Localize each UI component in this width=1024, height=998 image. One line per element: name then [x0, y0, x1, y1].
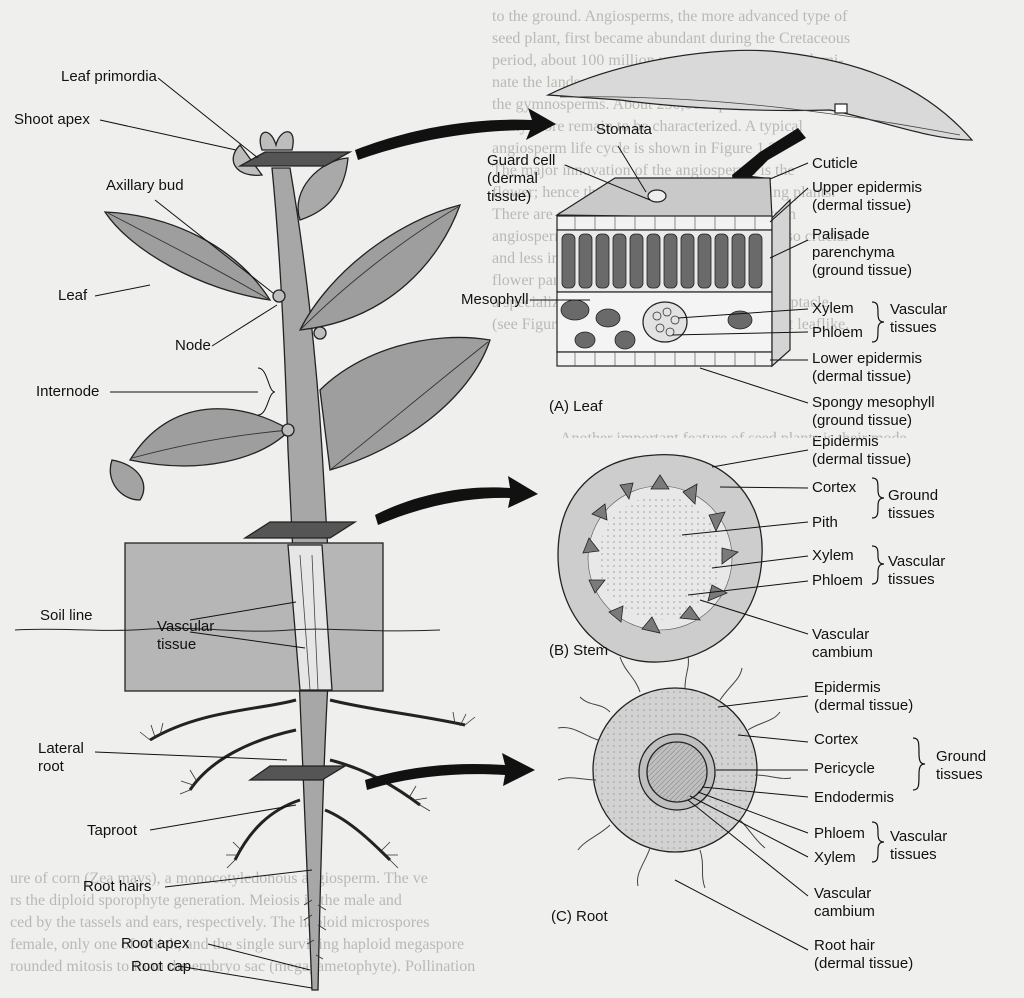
label-internode: Internode [36, 383, 100, 400]
caption-stem: (B) Stem [549, 642, 609, 659]
leaf-diagram [545, 49, 974, 368]
caption-leaf: (A) Leaf [549, 398, 603, 415]
label-lateral-root: Lateral root [38, 740, 84, 775]
label-upper-epidermis: Upper epidermis (dermal tissue) [812, 179, 923, 214]
stem-diagram [557, 454, 763, 663]
label-root-vascular-tissues: Vascular tissues [890, 828, 948, 863]
label-endodermis: Endodermis [814, 789, 895, 806]
label-cuticle: Cuticle [812, 155, 858, 172]
braces [871, 301, 926, 863]
section-arrows [355, 108, 806, 790]
label-stem-epidermis: Epidermis (dermal tissue) [812, 433, 912, 468]
label-stem-xylem: Xylem [812, 547, 854, 564]
label-root-hair: Root hair (dermal tissue) [814, 937, 914, 972]
label-stem-ground-tissues: Ground tissues [888, 487, 939, 522]
background-text-bottom: ure of corn (Zea mays), a monocotyledono… [10, 870, 476, 975]
label-leaf-vascular-tissues: Vascular tissues [890, 301, 948, 336]
label-pericycle: Pericycle [814, 760, 875, 777]
label-stem-cortex: Cortex [812, 479, 857, 496]
label-shoot-apex: Shoot apex [14, 111, 90, 128]
caption-root: (C) Root [551, 908, 608, 925]
label-root-phloem: Phloem [814, 825, 865, 842]
label-stem-phloem: Phloem [812, 572, 863, 589]
label-leaf-phloem: Phloem [812, 324, 863, 341]
label-leaf-primordia: Leaf primordia [61, 68, 157, 85]
label-root-cortex: Cortex [814, 731, 859, 748]
label-spongy-mesophyll: Spongy mesophyll (ground tissue) [812, 394, 935, 429]
label-root-apex: Root apex [121, 935, 190, 952]
label-root-vascular-cambium: Vascular cambium [814, 885, 875, 920]
label-vascular-tissue: Vascular tissue [157, 618, 215, 653]
label-soil-line: Soil line [40, 607, 93, 624]
leader-lines [94, 77, 809, 989]
label-stem-vascular-cambium: Vascular cambium [812, 626, 873, 661]
background-text-right: Another important feature of seed plants… [560, 428, 1010, 438]
label-root-epidermis: Epidermis (dermal tissue) [814, 679, 914, 714]
root-diagram [557, 655, 792, 889]
label-mesophyll: Mesophyll [461, 291, 529, 308]
label-stem-pith: Pith [812, 514, 838, 531]
label-root-cap: Root cap [131, 958, 192, 975]
label-root-ground-tissues: Ground tissues [936, 748, 987, 783]
label-taproot: Taproot [87, 822, 138, 839]
label-leaf: Leaf [58, 287, 88, 304]
label-root-xylem: Xylem [814, 849, 856, 866]
label-node: Node [175, 337, 211, 354]
label-leaf-xylem: Xylem [812, 300, 854, 317]
label-lower-epidermis: Lower epidermis (dermal tissue) [812, 350, 923, 385]
label-axillary-bud: Axillary bud [106, 177, 184, 194]
plant-drawing [14, 131, 491, 991]
label-stomata: Stomata [596, 121, 652, 138]
label-guard-cell: Guard cell (dermal tissue) [487, 152, 556, 205]
label-root-hairs: Root hairs [83, 878, 152, 895]
label-palisade-parenchyma: Palisade parenchyma (ground tissue) [812, 226, 913, 279]
label-stem-vascular-tissues: Vascular tissues [888, 553, 946, 588]
